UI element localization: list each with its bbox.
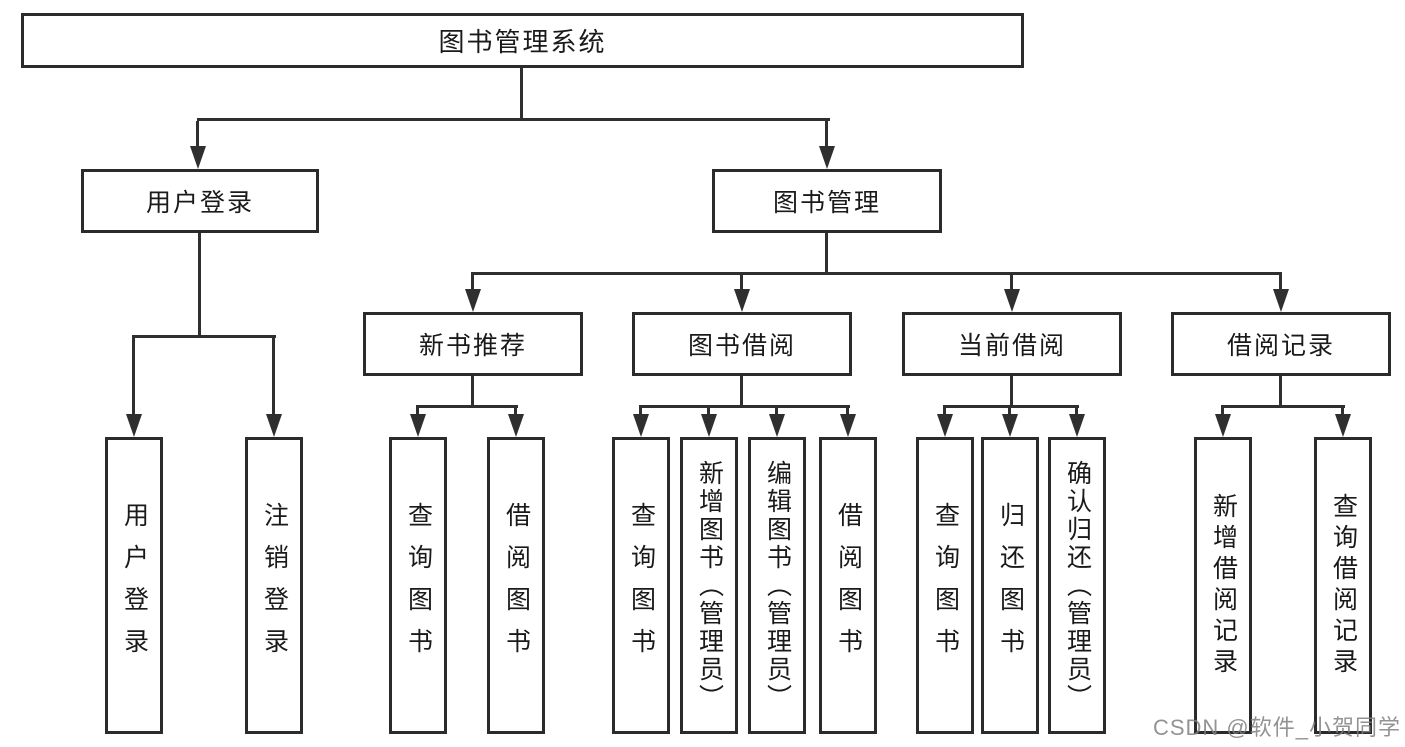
node-label: 用户登录 — [145, 189, 254, 217]
arrow-down-icon — [190, 146, 206, 169]
connector-line — [825, 233, 828, 272]
connector-line — [471, 376, 474, 405]
arrow-down-icon — [701, 414, 717, 437]
connector-line — [1075, 408, 1078, 416]
node-user-login: 用户登录 — [81, 169, 319, 233]
arrow-down-icon — [937, 414, 953, 437]
connector-line — [1221, 408, 1224, 416]
arrow-down-icon — [1273, 289, 1289, 312]
node-label: 图书管理系统 — [438, 27, 607, 57]
connector-line — [471, 275, 474, 290]
connector-line — [1341, 408, 1344, 416]
leaf-confirm-return-admin: 确认归还（管理员） — [1048, 437, 1106, 734]
leaf-label: 查询图书 — [931, 501, 960, 670]
connector-line — [740, 275, 743, 290]
connector-line — [132, 335, 276, 338]
connector-line — [943, 405, 1079, 408]
arrow-down-icon — [633, 414, 649, 437]
leaf-label: 查询图书 — [404, 501, 433, 670]
leaf-edit-book-admin: 编辑图书（管理员） — [748, 437, 806, 734]
connector-line — [1279, 376, 1282, 405]
leaf-query-book-recommend: 查询图书 — [389, 437, 447, 734]
connector-line — [471, 272, 1282, 275]
leaf-label: 用户登录 — [120, 501, 149, 670]
leaf-label: 查询借阅记录 — [1329, 492, 1358, 679]
leaf-label: 归还图书 — [996, 501, 1025, 670]
leaf-label: 确认归还（管理员） — [1063, 459, 1092, 712]
leaf-add-book-admin: 新增图书（管理员） — [680, 437, 738, 734]
connector-line — [943, 408, 946, 416]
connector-line — [520, 68, 523, 118]
connector-line — [707, 408, 710, 416]
connector-line — [846, 408, 849, 416]
leaf-label: 新增图书（管理员） — [695, 459, 724, 712]
watermark: CSDN @软件_小贺同学 — [1152, 715, 1401, 740]
leaf-query-book-borrowing: 查询图书 — [612, 437, 670, 734]
node-label: 图书管理 — [772, 189, 881, 217]
node-book-borrowing: 图书借阅 — [632, 312, 852, 376]
leaf-label: 借阅图书 — [834, 501, 863, 670]
node-book-management: 图书管理 — [712, 169, 942, 233]
arrow-down-icon — [465, 289, 481, 312]
arrow-down-icon — [1002, 414, 1018, 437]
connector-line — [639, 408, 642, 416]
node-borrowing-records: 借阅记录 — [1171, 312, 1391, 376]
leaf-user-login: 用户登录 — [105, 437, 163, 734]
leaf-borrow-book-recommend: 借阅图书 — [487, 437, 545, 734]
leaf-label: 查询图书 — [627, 501, 656, 670]
connector-line — [740, 376, 743, 405]
node-label: 当前借阅 — [957, 332, 1066, 360]
leaf-borrow-book: 借阅图书 — [819, 437, 877, 734]
connector-line — [416, 408, 419, 416]
node-current-borrowing: 当前借阅 — [902, 312, 1122, 376]
arrow-down-icon — [410, 414, 426, 437]
connector-line — [272, 338, 275, 416]
arrow-down-icon — [819, 146, 835, 169]
leaf-label: 借阅图书 — [502, 501, 531, 670]
arrow-down-icon — [840, 414, 856, 437]
leaf-return-book: 归还图书 — [981, 437, 1039, 734]
connector-line — [514, 408, 517, 416]
connector-line — [196, 121, 199, 146]
connector-line — [416, 405, 518, 408]
leaf-label: 新增借阅记录 — [1209, 492, 1238, 679]
connector-line — [639, 405, 850, 408]
leaf-query-borrow-record: 查询借阅记录 — [1314, 437, 1372, 734]
node-library-management-system: 图书管理系统 — [21, 13, 1024, 68]
leaf-add-borrow-record: 新增借阅记录 — [1194, 437, 1252, 734]
leaf-logout-login: 注销登录 — [245, 437, 303, 734]
leaf-query-book-current: 查询图书 — [916, 437, 974, 734]
arrow-down-icon — [769, 414, 785, 437]
connector-line — [132, 338, 135, 416]
node-label: 新书推荐 — [418, 332, 527, 360]
node-new-book-recommend: 新书推荐 — [363, 312, 583, 376]
connector-line — [1279, 275, 1282, 290]
connector-line — [1010, 275, 1013, 290]
arrow-down-icon — [1335, 414, 1351, 437]
arrow-down-icon — [1069, 414, 1085, 437]
node-label: 图书借阅 — [687, 332, 796, 360]
connector-line — [198, 233, 201, 335]
node-label: 借阅记录 — [1226, 332, 1335, 360]
connector-line — [1010, 376, 1013, 405]
connector-line — [1008, 408, 1011, 416]
arrow-down-icon — [734, 289, 750, 312]
arrow-down-icon — [126, 414, 142, 437]
connector-line — [825, 121, 828, 146]
connector-line — [1221, 405, 1345, 408]
connector-line — [775, 408, 778, 416]
arrow-down-icon — [508, 414, 524, 437]
arrow-down-icon — [266, 414, 282, 437]
arrow-down-icon — [1215, 414, 1231, 437]
connector-line — [197, 118, 830, 121]
arrow-down-icon — [1004, 289, 1020, 312]
leaf-label: 注销登录 — [260, 501, 289, 670]
leaf-label: 编辑图书（管理员） — [763, 459, 792, 712]
